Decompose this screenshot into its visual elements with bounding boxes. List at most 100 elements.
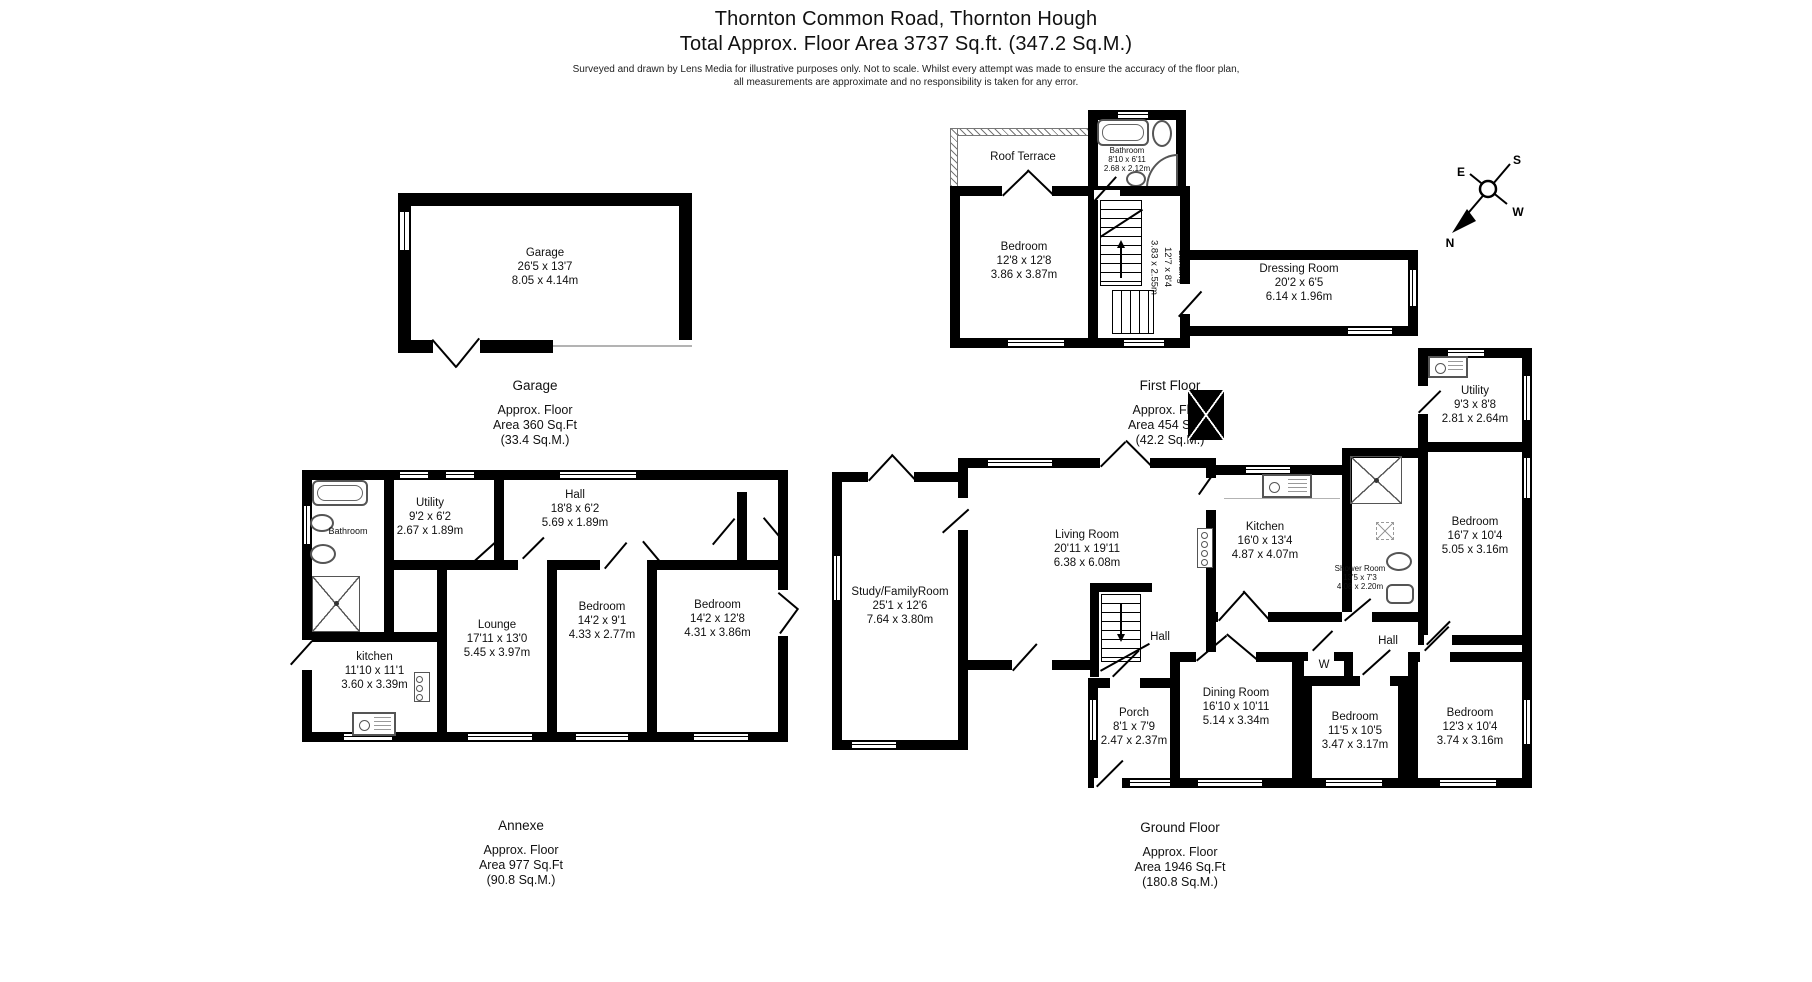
section-footer-garage: Garage Approx. Floor Area 360 Sq.Ft (33.… <box>492 378 578 447</box>
door-gap <box>1218 612 1268 622</box>
sink <box>1386 584 1414 604</box>
hob <box>414 672 430 702</box>
garage-opening-line <box>553 345 692 347</box>
compass-w: W <box>1512 205 1524 219</box>
window <box>1326 778 1382 788</box>
door-gap <box>1420 652 1450 662</box>
stair-arrow <box>1120 604 1122 636</box>
label-gf-bedroom1: Bedroom 16'7 x 10'4 5.05 x 3.16m <box>1441 516 1509 557</box>
room-annexe-bedroom1 <box>547 560 657 742</box>
window <box>1440 778 1496 788</box>
label-annexe-utility: Utility 9'2 x 6'2 2.67 x 1.89m <box>396 497 464 538</box>
shower-enclosure <box>312 576 360 632</box>
door-gap <box>1012 660 1052 670</box>
burner <box>1201 532 1208 539</box>
window <box>1124 338 1164 348</box>
section-footer-ground-floor: Ground Floor Approx. Floor Area 1946 Sq.… <box>1134 820 1226 889</box>
window <box>560 470 636 480</box>
window <box>1198 778 1262 788</box>
room-gf-dining <box>1170 652 1302 788</box>
label-annexe-kitchen: kitchen 11'10 x 11'1 3.60 x 3.39m <box>341 651 408 692</box>
window <box>988 458 1052 468</box>
label-ff-dressing: Dressing Room 20'2 x 6'5 6.14 x 1.96m <box>1259 263 1339 304</box>
window <box>1348 326 1392 336</box>
window <box>1008 338 1064 348</box>
door-gap <box>1110 678 1140 688</box>
window <box>1130 778 1170 788</box>
door-gap <box>600 560 660 570</box>
room-annexe-lounge <box>437 560 557 742</box>
burner <box>1201 550 1208 557</box>
compass-s: S <box>1513 153 1521 167</box>
stair-arrow-head <box>1117 240 1125 248</box>
window <box>400 470 428 480</box>
room-gf-bedroom2 <box>1302 676 1408 788</box>
stair-arrow-head <box>1117 634 1125 642</box>
door-gap <box>1002 186 1052 196</box>
section-footer-annexe: Annexe Approx. Floor Area 977 Sq.Ft (90.… <box>478 818 564 887</box>
chimney <box>1188 390 1224 440</box>
room-garage <box>398 193 692 353</box>
door-gap <box>1196 652 1256 662</box>
label-gf-bedroom3: Bedroom 12'3 x 10'4 3.74 x 3.16m <box>1436 707 1504 748</box>
window <box>1522 458 1532 498</box>
label-ff-bathroom: Bathroom 8'10 x 6'11 2.68 x 2.12m <box>1103 146 1151 174</box>
label-annexe-bedroom1: Bedroom 14'2 x 9'1 4.33 x 2.77m <box>568 601 636 642</box>
counter-line <box>1224 498 1340 499</box>
door-gap <box>868 472 914 482</box>
label-garage: Garage 26'5 x 13'7 8.05 x 4.14m <box>511 247 579 288</box>
wall-segment <box>737 492 747 570</box>
window <box>468 732 532 742</box>
label-gf-study: Study/FamilyRoom 25'1 x 12'6 7.64 x 3.80… <box>851 586 949 627</box>
hob <box>1197 528 1213 568</box>
door-gap <box>1206 478 1216 510</box>
compass-rose: S E W N <box>1446 153 1525 250</box>
door-gap <box>1342 612 1372 622</box>
burner <box>416 685 423 692</box>
burner <box>416 694 423 701</box>
door-gap <box>518 560 548 570</box>
section-footer-first-floor: First Floor Approx. Floor Area 454 Sq.Ft… <box>1127 378 1213 447</box>
stairs-lower <box>1112 290 1154 334</box>
door-gap <box>1094 190 1120 200</box>
kitchen-sink-unit <box>352 712 396 736</box>
extractor-symbol <box>1376 522 1394 540</box>
page-subtitle: Total Approx. Floor Area 3737 Sq.ft. (34… <box>679 33 1133 55</box>
window <box>1522 376 1532 420</box>
burner <box>1201 559 1208 566</box>
room-gf-bedroom1 <box>1418 442 1532 645</box>
label-gf-shower: Shower Room 13'5 x 7'3 4.08 x 2.20m <box>1334 564 1386 592</box>
label-gf-porch: Porch 8'1 x 7'9 2.47 x 2.37m <box>1100 707 1168 748</box>
window <box>852 740 896 750</box>
disclaimer-line-1: Surveyed and drawn by Lens Media for ill… <box>572 64 1240 75</box>
kitchen-sink-unit <box>1262 474 1312 498</box>
door-line <box>1362 649 1391 676</box>
page-title: Thornton Common Road, Thornton Hough <box>714 8 1098 30</box>
window <box>576 732 628 742</box>
label-gf-kitchen: Kitchen 16'0 x 13'4 4.87 x 4.07m <box>1231 521 1299 562</box>
door-gap <box>1180 284 1190 314</box>
label-ff-bedroom: Bedroom 12'8 x 12'8 3.86 x 3.87m <box>990 241 1058 282</box>
label-annexe-bathroom: Bathroom <box>328 526 368 536</box>
label-roof-terrace: Roof Terrace <box>990 151 1056 163</box>
room-annexe-bedroom2 <box>647 560 788 742</box>
door-gap <box>1100 458 1150 468</box>
door-gap <box>302 640 312 670</box>
label-annexe-bedroom2: Bedroom 14'2 x 12'8 4.31 x 3.86m <box>684 599 751 640</box>
bathtub <box>1097 119 1149 146</box>
utility-sink-unit <box>1428 356 1468 378</box>
bathtub <box>312 480 368 506</box>
door-line <box>1312 630 1334 652</box>
window <box>1408 270 1418 306</box>
opening <box>778 590 788 636</box>
label-gf-utility: Utility 9'3 x 8'8 2.81 x 2.64m <box>1441 385 1509 426</box>
window <box>398 212 411 250</box>
label-gf-dining: Dining Room 16'10 x 10'11 5.14 x 3.34m <box>1202 687 1270 728</box>
window <box>832 556 842 600</box>
shower-drain <box>1374 478 1379 483</box>
compass-n: N <box>1446 236 1455 250</box>
door-gap <box>1424 635 1452 645</box>
label-annexe-hall: Hall 18'8 x 6'2 5.69 x 1.89m <box>541 489 609 530</box>
window <box>446 470 474 480</box>
